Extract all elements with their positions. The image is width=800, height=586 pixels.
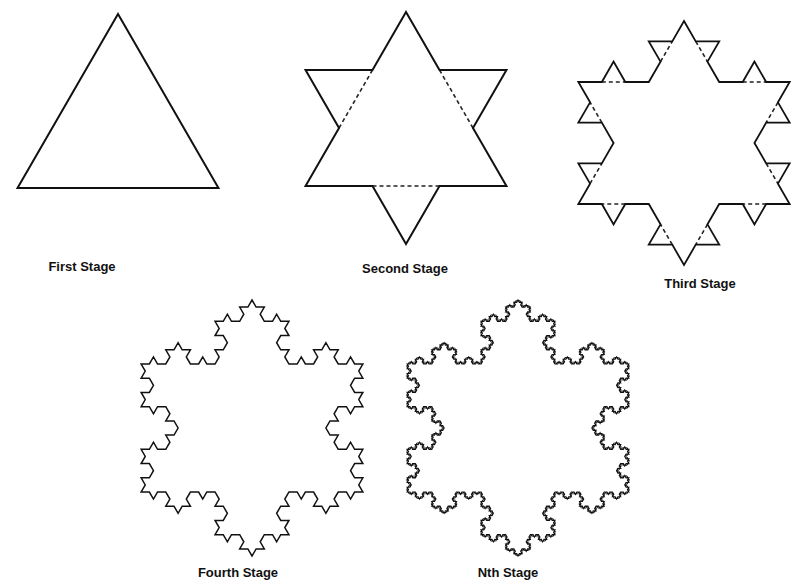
removed-segment-dashed [661,41,673,61]
removed-segment-dashed [766,163,778,183]
stage-caption: Nth Stage [478,565,539,581]
removed-segment-dashed [766,102,778,122]
removed-segment-dashed [743,203,766,205]
koch-outline [141,300,363,556]
koch-stage-figure [407,300,629,556]
koch-stage-figure [18,14,219,188]
stage-caption: First Stage [48,259,115,275]
removed-segment-dashed [590,163,602,183]
koch-outline [18,14,219,188]
removed-segment-dashed [661,224,673,244]
removed-segment-dashed [373,185,440,187]
koch-stage-figure [578,21,789,265]
stage-caption: Fourth Stage [198,565,278,581]
koch-stage-figure [141,300,363,556]
removed-segment-dashed [602,203,625,205]
removed-segment-dashed [339,70,372,128]
koch-outline [407,300,629,556]
koch-stage-figure [306,12,507,244]
removed-segment-dashed [590,102,602,122]
removed-segment-dashed [439,70,472,128]
stage-caption: Third Stage [664,276,736,292]
koch-outline [578,21,789,265]
removed-segment-dashed [602,81,625,83]
removed-segment-dashed [696,224,708,244]
removed-segment-dashed [743,81,766,83]
removed-segment-dashed [696,41,708,61]
stage-caption: Second Stage [362,261,448,277]
koch-outline [306,12,507,244]
